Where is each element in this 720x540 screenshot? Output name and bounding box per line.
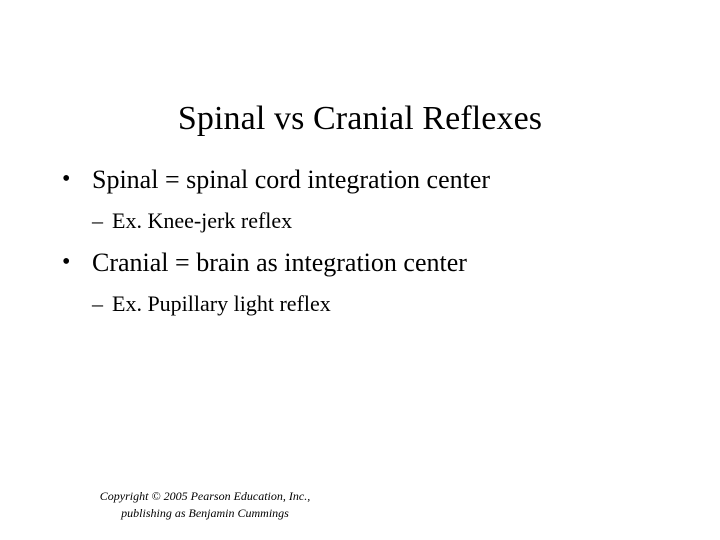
bullet-dash-icon: –	[92, 291, 103, 316]
bullet-list: • Spinal = spinal cord integration center…	[0, 158, 720, 324]
copyright-line-2: publishing as Benjamin Cummings	[121, 506, 289, 520]
list-item-label: Cranial = brain as integration center	[92, 248, 467, 277]
list-item: • Cranial = brain as integration center	[0, 241, 720, 284]
list-item: • Spinal = spinal cord integration center	[0, 158, 720, 201]
list-item-label: Spinal = spinal cord integration center	[92, 165, 491, 194]
bullet-dot-icon: •	[62, 249, 71, 275]
page-title: Spinal vs Cranial Reflexes	[177, 99, 543, 137]
list-item-label: Ex. Pupillary light reflex	[112, 291, 331, 316]
list-item: –Ex. Knee-jerk reflex	[0, 201, 720, 241]
list-item-label: Ex. Knee-jerk reflex	[112, 208, 293, 233]
copyright-notice: Copyright © 2005 Pearson Education, Inc.…	[55, 488, 355, 522]
list-item: –Ex. Pupillary light reflex	[0, 284, 720, 324]
copyright-line-1: Copyright © 2005 Pearson Education, Inc.…	[99, 489, 311, 503]
bullet-dash-icon: –	[92, 208, 103, 233]
bullet-dot-icon: •	[62, 166, 71, 192]
